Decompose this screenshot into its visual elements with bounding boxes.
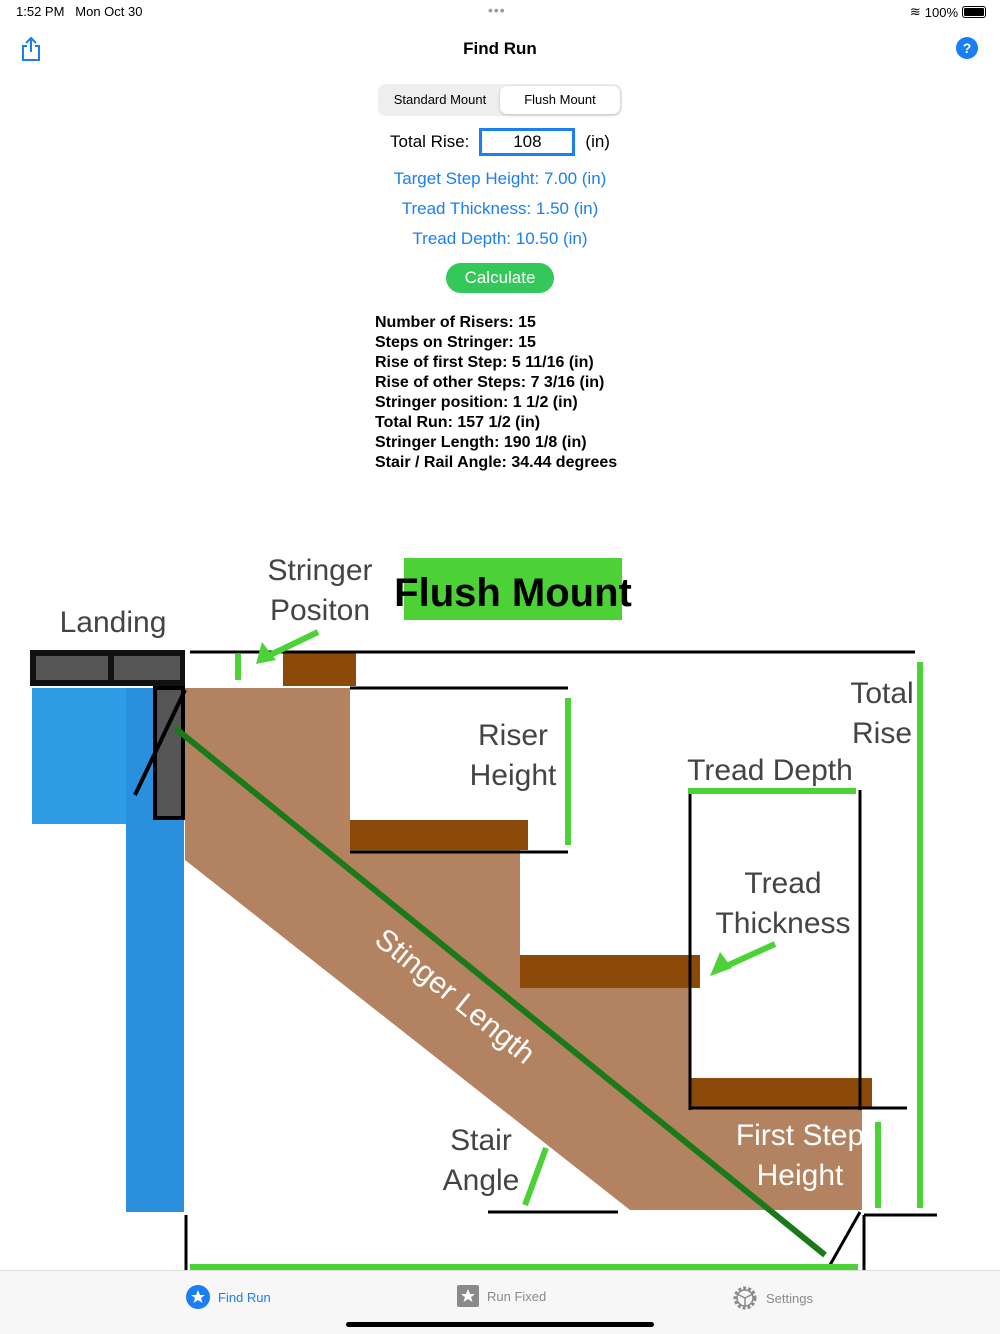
- result-other-rise: Rise of other Steps: 7 3/16 (in): [375, 374, 605, 391]
- label-rise: Rise: [852, 717, 912, 750]
- home-indicator[interactable]: [346, 1322, 654, 1327]
- result-angle: Stair / Rail Angle: 34.44 degrees: [375, 454, 618, 471]
- total-rise-input[interactable]: [479, 128, 576, 156]
- tab-find-run[interactable]: Find Run: [186, 1285, 271, 1309]
- total-rise-label: Total Rise:: [390, 132, 470, 151]
- tab-label: Run Fixed: [487, 1288, 547, 1304]
- label-thickness: Thickness: [715, 907, 850, 940]
- result-steps: Steps on Stringer: 15: [375, 334, 536, 351]
- label-stringer: Stringer: [267, 554, 372, 587]
- tab-bar: Find Run Run Fixed Settings: [0, 1270, 1000, 1334]
- segment-standard-mount[interactable]: Standard Mount: [393, 92, 487, 107]
- mount-segmented-control[interactable]: Standard Mount Flush Mount: [378, 84, 622, 116]
- result-stringer-position: Stringer position: 1 1/2 (in): [375, 394, 578, 411]
- star-square-icon: [457, 1285, 479, 1307]
- unit-label: (in): [585, 132, 610, 151]
- total-rise-row: Total Rise: (in): [0, 128, 1000, 156]
- status-right: ≋100%: [910, 4, 986, 20]
- label-riser: Riser: [478, 719, 548, 752]
- calculate-button[interactable]: Calculate: [446, 263, 554, 293]
- star-circle-icon: [186, 1285, 210, 1309]
- label-first-height: Height: [757, 1159, 844, 1192]
- label-first-step: First Step: [736, 1119, 864, 1152]
- result-first-rise: Rise of first Step: 5 11/16 (in): [375, 354, 594, 371]
- wifi-icon: ≋: [909, 4, 921, 19]
- segment-flush-mount[interactable]: Flush Mount: [500, 86, 620, 114]
- label-tread-depth: Tread Depth: [687, 754, 853, 787]
- diagram-badge: Flush Mount: [394, 571, 632, 615]
- share-icon: [22, 36, 40, 61]
- label-angle: Angle: [443, 1164, 520, 1197]
- target-step-height-link[interactable]: Target Step Height: 7.00 (in): [393, 169, 607, 188]
- result-risers: Number of Risers: 15: [375, 314, 536, 331]
- page-title: Find Run: [463, 39, 537, 58]
- help-button[interactable]: ?: [956, 37, 978, 59]
- time: 1:52 PM: [16, 4, 65, 19]
- share-button[interactable]: [20, 36, 42, 67]
- label-stair: Stair: [450, 1124, 512, 1157]
- battery-percent: 100%: [924, 4, 958, 20]
- tab-run-fixed[interactable]: Run Fixed: [457, 1285, 546, 1307]
- tab-label: Settings: [766, 1290, 813, 1306]
- tab-settings[interactable]: Settings: [732, 1285, 813, 1311]
- label-total: Total: [850, 677, 913, 710]
- battery-icon: [962, 6, 986, 18]
- tread-thickness-link[interactable]: Tread Thickness: 1.50 (in): [401, 199, 599, 218]
- tread-depth-link[interactable]: Tread Depth: 10.50 (in): [412, 229, 588, 248]
- multitasking-dots[interactable]: •••: [488, 2, 506, 18]
- label-tread: Tread: [744, 867, 821, 900]
- tab-label: Find Run: [218, 1289, 271, 1305]
- label-position: Positon: [270, 594, 370, 627]
- result-total-run: Total Run: 157 1/2 (in): [375, 414, 541, 431]
- label-landing: Landing: [60, 606, 167, 639]
- status-bar-time: 1:52 PM Mon Oct 30: [16, 4, 142, 19]
- label-height: Height: [470, 759, 557, 792]
- results-list: Number of Risers: 15 Steps on Stringer: …: [375, 313, 617, 473]
- result-stringer-length: Stringer Length: 190 1/8 (in): [375, 434, 587, 451]
- date: Mon Oct 30: [75, 4, 143, 19]
- gear-icon: [733, 1286, 757, 1310]
